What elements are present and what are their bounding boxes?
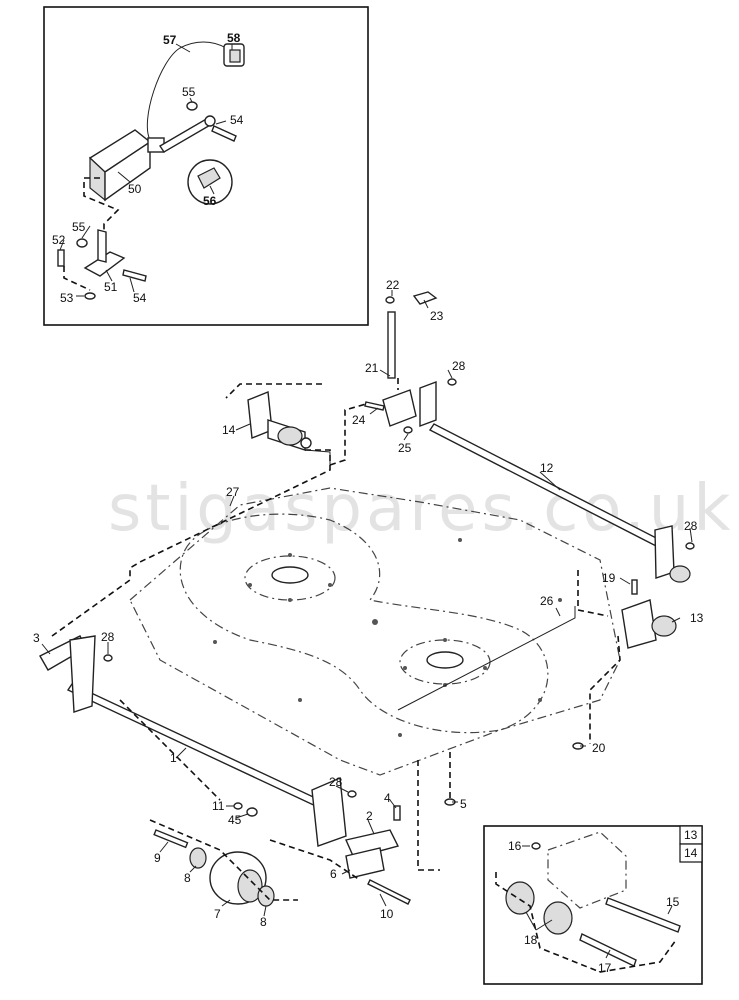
bracket-13 [621, 599, 677, 649]
callout-28-left: 28 [101, 630, 115, 644]
callout-25: 25 [398, 441, 412, 455]
callout-4: 4 [384, 791, 391, 805]
callout-3: 3 [33, 631, 40, 645]
roller-assembly [153, 802, 275, 907]
callout-17: 17 [598, 961, 612, 975]
inset-leaders [59, 43, 233, 297]
inset-bottom-leaders [522, 845, 673, 959]
inset-tag-14: 14 [684, 846, 698, 860]
callout-9: 9 [154, 851, 161, 865]
callout-21: 21 [365, 361, 379, 375]
watermark: stigaspares.co.uk [108, 472, 734, 546]
callout-5: 5 [460, 797, 467, 811]
bracket-3 [39, 635, 113, 713]
callout-20: 20 [592, 741, 606, 755]
callout-13: 13 [690, 611, 704, 625]
callout-23: 23 [430, 309, 444, 323]
assembly-lines [51, 378, 621, 901]
bracket-center [311, 742, 584, 905]
callout-16: 16 [508, 839, 522, 853]
inset-roller-frame [483, 825, 703, 985]
callout-12: 12 [540, 461, 554, 475]
callout-45: 45 [228, 813, 242, 827]
callout-19: 19 [602, 571, 616, 585]
callout-53: 53 [60, 291, 74, 305]
callout-54-top: 54 [230, 113, 244, 127]
tag-14-box [679, 843, 703, 863]
inset-tag-13: 13 [684, 828, 698, 842]
callout-28-right: 28 [684, 519, 698, 533]
callout-7: 7 [214, 907, 221, 921]
callout-24: 24 [352, 413, 366, 427]
callout-18: 18 [524, 933, 538, 947]
inset-actuator-frame [43, 6, 369, 326]
bracket-14 [247, 391, 312, 451]
callout-8-right: 8 [260, 915, 267, 929]
actuator-assembly [57, 41, 245, 300]
callout-56: 56 [203, 194, 217, 208]
callout-14: 14 [222, 423, 236, 437]
callout-55-top: 55 [182, 85, 196, 99]
callout-15: 15 [666, 895, 680, 909]
callout-2: 2 [366, 809, 373, 823]
callout-6: 6 [330, 867, 337, 881]
callout-28-top: 28 [452, 359, 466, 373]
callout-11: 11 [212, 799, 225, 813]
rods [66, 311, 666, 809]
callout-52: 52 [52, 233, 66, 247]
callout-10: 10 [380, 907, 394, 921]
callout-58: 58 [227, 31, 241, 45]
callout-51: 51 [104, 280, 118, 294]
main-leaders [41, 290, 693, 917]
inset-roller-assembly [495, 831, 681, 973]
callout-54-bottom: 54 [133, 291, 147, 305]
callout-26: 26 [540, 594, 554, 608]
bracket-shaft-end [631, 525, 695, 595]
callout-57: 57 [163, 33, 177, 47]
callout-1: 1 [170, 751, 177, 765]
callout-27: 27 [226, 485, 240, 499]
bracket-upper-right [364, 291, 457, 434]
callout-50: 50 [128, 182, 142, 196]
callout-55-bottom: 55 [72, 220, 86, 234]
callout-22: 22 [386, 278, 400, 292]
callout-8-left: 8 [184, 871, 191, 885]
callout-28-center: 28 [329, 775, 343, 789]
